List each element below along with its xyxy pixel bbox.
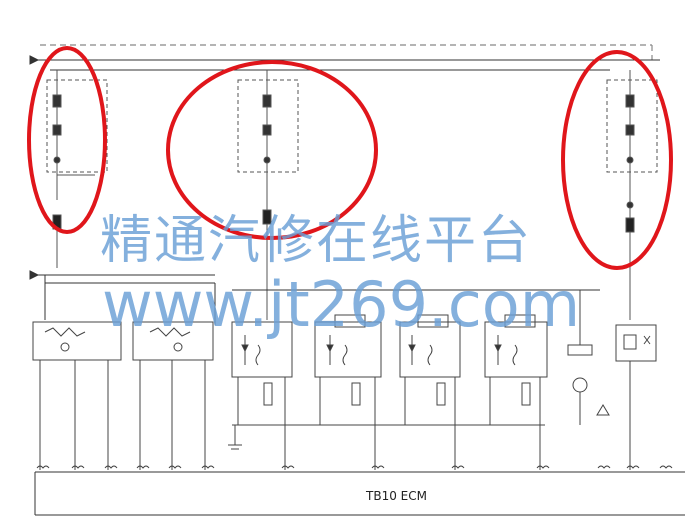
relay-box-1 [32,321,122,470]
injector-module-4 [484,314,548,470]
coil-module-left [46,70,108,268]
watermark-chinese-text: 精通汽修在线平台 [100,211,533,271]
relay-right [615,324,657,470]
ecm-label: TB10 ECM [366,489,427,503]
injector-module-1 [231,321,293,470]
power-rail-middle [29,270,600,325]
power-rail-top [29,55,660,71]
sensor-element [567,290,610,425]
relay-box-2 [132,321,214,470]
ecm-box [34,471,685,516]
highlight-circle-center [166,60,378,240]
injector-module-3 [399,314,461,470]
injector-module-2 [314,314,382,470]
top-dashed-boundary [40,44,653,60]
coil-module-right [606,70,658,320]
ecm-terminals [36,465,673,469]
coil-module-center [237,70,299,320]
ground-bus [228,424,545,450]
highlight-circle-right [561,50,673,270]
watermark-url-text: www.jt269.com [102,268,581,341]
highlight-circle-left [27,46,107,234]
